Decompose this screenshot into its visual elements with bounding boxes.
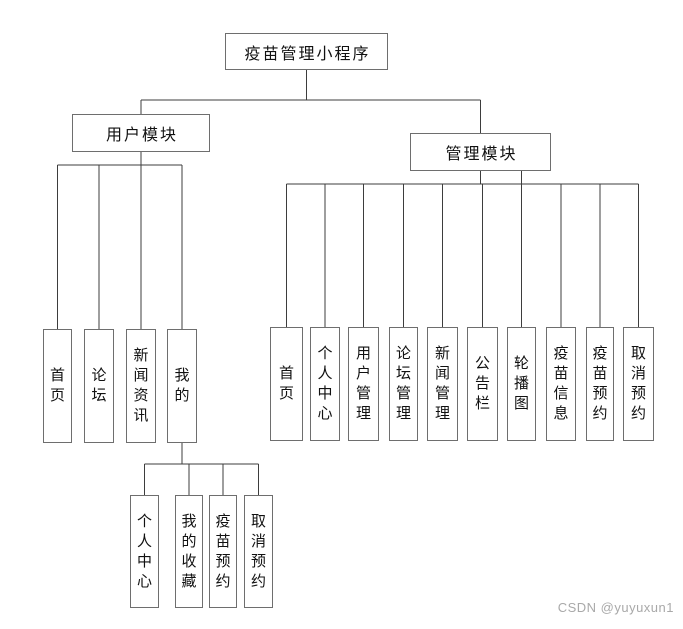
node-mine-cancel-booking-label: 取 消 预 约 (250, 512, 266, 590)
node-user-module: 用户模块 (72, 114, 210, 152)
node-user-forum: 论 坛 (84, 329, 114, 443)
node-admin-module: 管理模块 (410, 133, 551, 171)
node-admin-module-label: 管理模块 (445, 146, 518, 163)
node-admin-vaccine-booking: 疫 苗 预 约 (586, 327, 614, 441)
node-admin-carousel-label: 轮 播 图 (513, 355, 529, 412)
node-admin-vaccine-info-label: 疫 苗 信 息 (553, 345, 569, 422)
node-admin-home: 首 页 (270, 327, 303, 441)
node-user-mine-label: 我 的 (174, 367, 190, 404)
node-user-news: 新 闻 资 讯 (126, 329, 156, 443)
node-admin-vaccine-booking-label: 疫 苗 预 约 (592, 345, 608, 422)
node-admin-vaccine-info: 疫 苗 信 息 (546, 327, 576, 441)
node-admin-forum-mgmt: 论 坛 管 理 (389, 327, 418, 441)
node-mine-cancel-booking: 取 消 预 约 (244, 495, 273, 608)
node-root: 疫苗管理小程序 (225, 33, 388, 70)
node-user-news-label: 新 闻 资 讯 (133, 347, 149, 424)
node-admin-cancel-booking: 取 消 预 约 (623, 327, 654, 441)
node-user-mine: 我 的 (167, 329, 197, 443)
watermark: CSDN @yuyuxun1 (557, 600, 674, 615)
node-mine-vaccine-booking-label: 疫 苗 预 约 (215, 512, 231, 590)
node-user-home-label: 首 页 (49, 367, 65, 404)
node-admin-news-mgmt-label: 新 闻 管 理 (434, 345, 450, 422)
node-mine-profile-label: 个 人 中 心 (136, 512, 152, 590)
node-mine-profile: 个 人 中 心 (130, 495, 159, 608)
node-admin-forum-mgmt-label: 论 坛 管 理 (395, 345, 411, 422)
node-user-module-label: 用户模块 (105, 127, 178, 144)
node-admin-cancel-booking-label: 取 消 预 约 (630, 345, 646, 422)
node-admin-profile-label: 个 人 中 心 (317, 345, 333, 422)
node-admin-profile: 个 人 中 心 (310, 327, 340, 441)
node-user-home: 首 页 (43, 329, 72, 443)
node-admin-news-mgmt: 新 闻 管 理 (427, 327, 458, 441)
node-root-label: 疫苗管理小程序 (244, 45, 371, 63)
node-mine-vaccine-booking: 疫 苗 预 约 (209, 495, 237, 608)
node-mine-favorites: 我 的 收 藏 (175, 495, 203, 608)
node-admin-user-mgmt-label: 用 户 管 理 (355, 345, 371, 422)
node-admin-carousel: 轮 播 图 (507, 327, 536, 441)
node-user-forum-label: 论 坛 (91, 367, 107, 404)
node-mine-favorites-label: 我 的 收 藏 (181, 512, 197, 590)
node-admin-home-label: 首 页 (278, 365, 294, 402)
node-admin-bulletin: 公 告 栏 (467, 327, 498, 441)
node-admin-user-mgmt: 用 户 管 理 (348, 327, 379, 441)
node-admin-bulletin-label: 公 告 栏 (474, 355, 490, 412)
